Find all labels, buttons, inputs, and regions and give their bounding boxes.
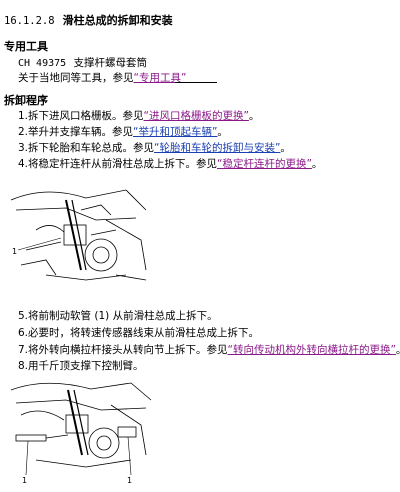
step-text: 8.用千斤顶支撑下控制臂。 (18, 360, 144, 372)
step-link[interactable]: “进风口格栅板的更换” (143, 110, 249, 122)
procedure-step: 6.必要时，将转速传感器线束从前滑柱总成上拆下。 (18, 325, 259, 340)
step-suffix: 。 (280, 142, 291, 154)
section-title: 16.1.2.8 滑柱总成的拆卸和安装 (4, 12, 173, 28)
tools-note-underline (175, 82, 217, 83)
section-title-text: 滑柱总成的拆卸和安装 (62, 14, 173, 27)
step-suffix: 。 (396, 344, 400, 356)
procedure-step: 8.用千斤顶支撑下控制臂。 (18, 358, 144, 373)
figure-1-illustration: 1 (10, 189, 147, 281)
figure-1-callout: 1 (12, 247, 17, 256)
procedure-step: 4.将稳定杆连杆从前滑柱总成上拆下。参见“稳定杆连杆的更换”。 (18, 156, 322, 171)
step-suffix: 。 (311, 158, 323, 170)
step-text: 4.将稳定杆连杆从前滑柱总成上拆下。参见 (18, 158, 218, 170)
tool-entry: CH 49375 支撑杆螺母套筒 (18, 55, 147, 70)
tools-note: 关于当地同等工具，参见“专用工具” (18, 70, 186, 85)
tool-name: 支撑杆螺母套筒 (73, 57, 148, 69)
step-text: 3.拆下轮胎和车轮总成。参见 (18, 142, 155, 154)
tools-heading: 专用工具 (4, 40, 48, 53)
tool-code: CH 49375 (18, 58, 67, 69)
step-text: 7.将外转向横拉杆接头从转向节上拆下。参见 (18, 344, 228, 356)
step-link[interactable]: “转向传动机构外转向横拉杆的更换” (227, 344, 396, 356)
tools-note-prefix: 关于当地同等工具，参见 (18, 72, 134, 84)
section-number: 16.1.2.8 (4, 15, 55, 27)
step-text: 1.拆下进风口格栅板。参见 (18, 110, 144, 122)
procedure-step: 3.拆下轮胎和车轮总成。参见“轮胎和车轮的拆卸与安装”。 (18, 140, 291, 155)
special-tools-link[interactable]: “专用工具” (133, 72, 187, 84)
procedure-step: 1.拆下进风口格栅板。参见“进风口格栅板的更换”。 (18, 108, 259, 123)
procedure-step: 2.举升并支撑车辆。参见“举升和顶起车辆”。 (18, 124, 228, 139)
figure-2: 1 1 (6, 375, 156, 487)
figure-1: 1 (6, 180, 156, 295)
procedure-step: 7.将外转向横拉杆接头从转向节上拆下。参见“转向传动机构外转向横拉杆的更换”。 (18, 342, 400, 357)
step-suffix: 。 (217, 126, 228, 138)
step-link[interactable]: “举升和顶起车辆” (133, 126, 218, 138)
figure-2-callout-left: 1 (22, 476, 27, 485)
step-link[interactable]: “轮胎和车轮的拆卸与安装” (154, 142, 281, 154)
step-text: 6.必要时，将转速传感器线束从前滑柱总成上拆下。 (18, 327, 260, 339)
step-text: 2.举升并支撑车辆。参见 (18, 126, 134, 138)
figure-2-illustration: 1 1 (10, 382, 152, 485)
procedure-heading: 拆卸程序 (4, 94, 48, 107)
step-link[interactable]: “稳定杆连杆的更换” (217, 158, 312, 170)
figure-2-callout-right: 1 (127, 476, 132, 485)
step-text: 5.将前制动软管 (1) 从前滑柱总成上拆下。 (18, 310, 218, 322)
step-suffix: 。 (248, 110, 260, 122)
procedure-step: 5.将前制动软管 (1) 从前滑柱总成上拆下。 (18, 308, 218, 323)
